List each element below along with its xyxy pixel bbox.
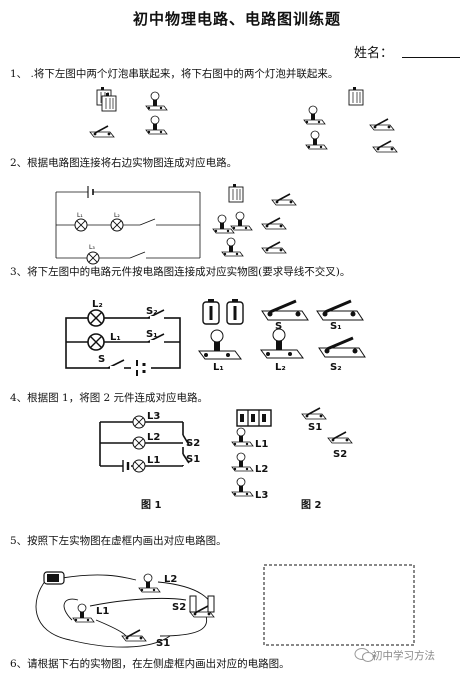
- q3-label-s: S: [98, 354, 105, 365]
- question-3: 3、将下左图中的电路元件按电路图连接成对应实物图(要求导线不交叉)。: [10, 266, 351, 278]
- page-title: 初中物理电路、电路图训练题: [132, 10, 341, 28]
- switch-icon: [261, 241, 287, 254]
- lamp-symbol-l3: [132, 415, 146, 429]
- switch-icon: [261, 217, 287, 230]
- bulb-icon: [230, 211, 253, 231]
- switch-icon: [271, 193, 297, 206]
- q2-label-l3: L₃: [89, 244, 95, 251]
- q5-label-l2: L2: [164, 574, 177, 585]
- switch-icon: [327, 431, 353, 444]
- q3-real-label-l2: L₂: [275, 362, 286, 373]
- q1-figure-left: [89, 86, 168, 138]
- bulb-icon: [145, 91, 168, 111]
- q4-real-label-l3: L3: [255, 490, 268, 501]
- switch-icon: [89, 125, 115, 138]
- bulb-icon: [145, 115, 168, 135]
- q3-label-s1: S₁: [146, 329, 158, 340]
- q5-battery: [43, 571, 65, 585]
- q2-label-l1: L₁: [77, 212, 83, 219]
- q5-label-l1: L1: [96, 606, 109, 617]
- q3-real-label-l1: L₁: [213, 362, 224, 373]
- q3-real-label-s2: S₂: [330, 362, 342, 373]
- wechat-icon: [354, 648, 374, 662]
- q2-label-l2: L₂: [114, 212, 120, 219]
- battery-icon: [348, 86, 364, 106]
- switch-icon: [372, 140, 398, 153]
- q5-label-s1: S1: [156, 638, 170, 649]
- switch-icon: [301, 407, 327, 420]
- question-5: 5、按照下左实物图在虚框内画出对应电路图。: [10, 535, 227, 547]
- q1-figure-right: [303, 86, 398, 153]
- q4-real-label-l2: L2: [255, 464, 268, 475]
- question-2: 2、根据电路图连接将右边实物图连成对应电路。: [10, 157, 238, 169]
- battery-icon: [201, 297, 221, 326]
- bulb-icon: [138, 573, 161, 593]
- q4-label-l2: L2: [147, 432, 160, 443]
- lamp-symbol-l1: [87, 333, 105, 351]
- bulb-icon: [221, 237, 244, 257]
- question-1: 1、 .将下左图中两个灯泡串联起来，将下右图中的两个灯泡并联起来。: [10, 68, 339, 80]
- q4-figure-2-components: [231, 407, 353, 497]
- watermark-text: 初中学习方法: [372, 650, 435, 662]
- lamp-symbol-l1: [74, 218, 88, 232]
- q4-label-l1: L1: [147, 455, 160, 466]
- q5-label-s2: S2: [172, 602, 186, 613]
- bulb-icon: [305, 130, 328, 150]
- q4-real-label-s2: S2: [333, 449, 347, 460]
- q2-real-components: [212, 183, 297, 257]
- q3-label-l2: L₂: [92, 299, 103, 310]
- q4-label-s1: S1: [186, 454, 200, 465]
- bulb-icon: [231, 477, 254, 497]
- q3-real-label-s1: S₁: [330, 321, 342, 332]
- q3-real-label-s: S: [275, 321, 282, 332]
- q4-real-label-l1: L1: [255, 439, 268, 450]
- lamp-symbol-l2: [110, 218, 124, 232]
- switch-icon: [260, 299, 310, 322]
- q2-circuit-diagram: [55, 186, 201, 259]
- bulb-icon: [212, 214, 235, 234]
- q3-label-s2: S₂: [146, 306, 158, 317]
- question-4: 4、根据图 1，将图 2 元件连成对应电路。: [10, 392, 209, 404]
- bulb-icon: [231, 427, 254, 447]
- q4-figure-2-caption: 图 2: [301, 499, 321, 511]
- q4-label-l3: L3: [147, 411, 160, 422]
- bulb-icon: [198, 329, 242, 360]
- battery-icon: [225, 297, 245, 326]
- name-label: 姓名：: [354, 46, 394, 61]
- q4-label-s2: S2: [186, 438, 200, 449]
- q3-label-l1: L₁: [110, 332, 121, 343]
- lamp-symbol-l1: [132, 459, 146, 473]
- bulb-icon: [303, 105, 326, 125]
- bulb-icon: [231, 452, 254, 472]
- switch-icon: [315, 299, 365, 322]
- lamp-symbol-l3: [86, 251, 100, 265]
- lamp-symbol-l2: [132, 436, 146, 450]
- question-6: 6、请根据下右的实物图，在左侧虚框内画出对应的电路图。: [10, 658, 290, 670]
- switch-icon: [369, 118, 395, 131]
- switch-icon: [317, 336, 367, 359]
- q4-figure-1-caption: 图 1: [141, 499, 161, 511]
- battery-icon: [228, 183, 244, 203]
- lamp-symbol-l2: [87, 309, 105, 327]
- q5-answer-box[interactable]: [263, 564, 415, 646]
- bulb-icon: [260, 328, 304, 359]
- battery-icon: [101, 92, 117, 112]
- name-blank[interactable]: [402, 57, 460, 58]
- bulb-icon: [72, 603, 95, 623]
- q4-real-label-s1: S1: [308, 422, 322, 433]
